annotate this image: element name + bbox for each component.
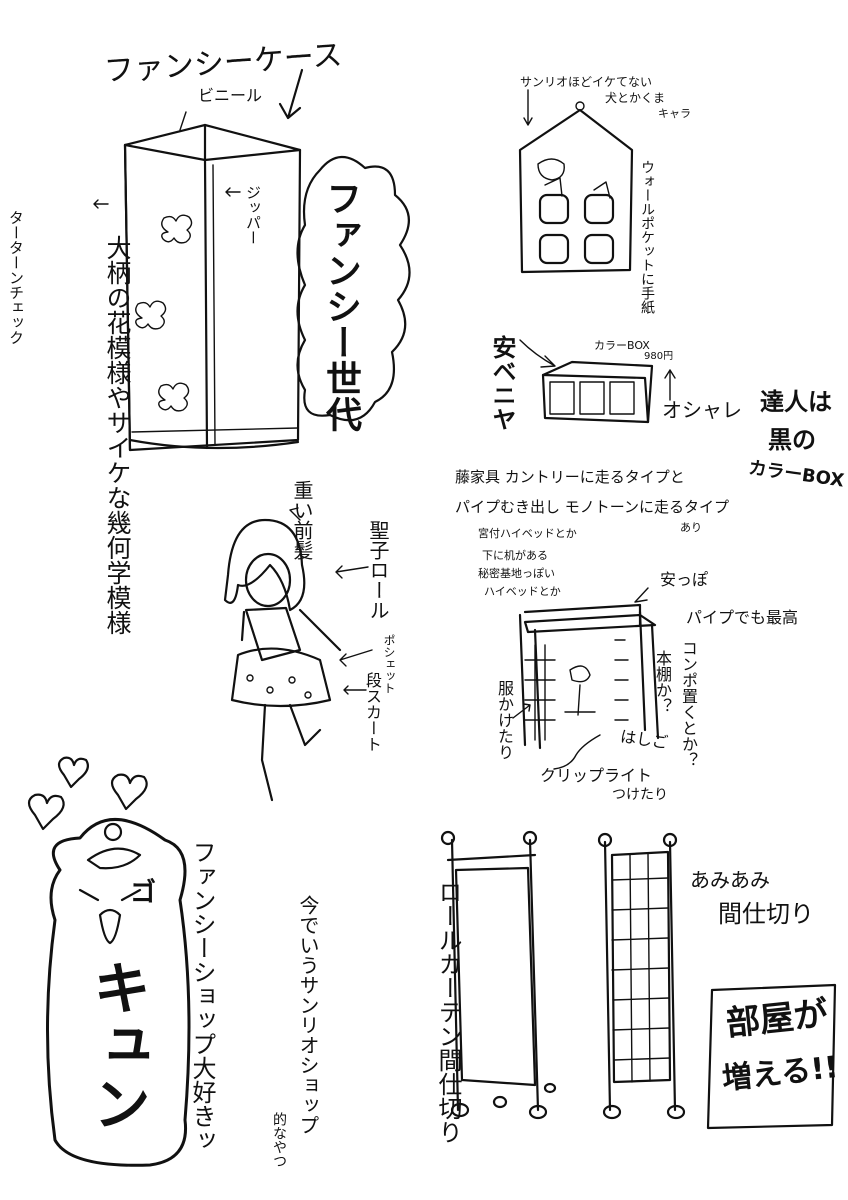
color-box-price: 980円 [644,351,674,362]
wall-pocket-note-2: 犬とかくま [605,91,666,105]
rooms-box-outline [706,983,837,1130]
bookshelf-label: 本棚か？ [653,650,672,714]
stylish-label: オシャレ [662,398,742,422]
loft-bed-line-2: パイプむき出し モノトーンに走るタイプ [455,498,730,516]
mesh-partition-drawing [597,832,686,1120]
loft-bed-line-2-suffix: あり [680,521,702,534]
pochette-label: ポシェット [382,634,396,694]
roll-curtain-partition-drawing [440,830,557,1120]
loft-bed-sub-3: 秘密基地っぽい [478,567,555,580]
sanrio-shop-line-1: 今でいうサンリオショップ [296,895,320,1135]
vinyl-label: ビニール [198,86,263,105]
cheap-pipe-line-1: 安っぽ [660,570,709,589]
seiko-roll-label: 聖子ロール [366,520,390,620]
compo-label: コンポ置くとか？ [679,640,698,768]
loft-bed-sub-4: ハイベッドとか [484,585,561,598]
zipper-label: ジッパー [244,185,262,245]
heart-icon [110,773,148,811]
heavy-bangs-label: 重い前髪 [290,480,314,560]
bear-exclaim: キュン [83,958,151,1132]
heart-icon [27,793,65,831]
clothes-hanger-label: 服かけたり [495,680,514,760]
cheap-pipe-line-2: パイプでも最高 [686,608,799,627]
loft-bed-line-1: 藤家具 カントリーに走るタイプと [455,468,685,486]
wall-pocket-label: ウォールポケットに手紙 [639,160,655,314]
mesh-divider-label: 間仕切り [718,900,814,928]
clip-light-line-1: クリップライト [540,766,653,785]
clip-light-line-2: つけたり [612,787,668,803]
mesh-label: あみあみ [690,868,770,892]
roll-curtain-label: ロールカーテン間仕切り [434,880,462,1144]
pattern-note: 大柄の花模様やサイケな幾何学模様 [103,235,132,635]
bear-drawing [27,756,191,1167]
heart-icon [57,756,89,789]
tiered-skirt-label: 段スカート [363,672,382,752]
girl-drawing [223,507,373,802]
color-box-label: カラーBOX [594,339,650,352]
loft-bed-drawing [512,587,660,770]
loft-bed-sub-2: 下に机がある [482,549,548,562]
expert-line-1: 達人は [760,388,832,416]
wall-pocket-drawing [518,89,634,274]
fancy-case-wardrobe-drawing [93,68,304,452]
tartan-label: ターターンチェック [7,210,25,345]
expert-line-2: 黒の [768,426,816,454]
sanrio-shop-line-2: 的なやつ [271,1112,287,1168]
wall-pocket-note-3: キャラ [658,107,691,120]
color-box-drawing [519,339,676,424]
generation-bubble-text: ファンシー世代 [320,180,361,432]
fancy-shop-text: ファンシーショップ大好きッ [188,840,216,1152]
bear-face-text: ゴ [130,878,157,908]
thought-bubble-outline [296,155,411,422]
loft-bed-sub-1: 宮付ハイベッドとか [478,527,577,540]
wall-pocket-note-1: サンリオほどイケてない [520,75,653,89]
cheap-veneer-label: 安ベニヤ [488,335,516,431]
